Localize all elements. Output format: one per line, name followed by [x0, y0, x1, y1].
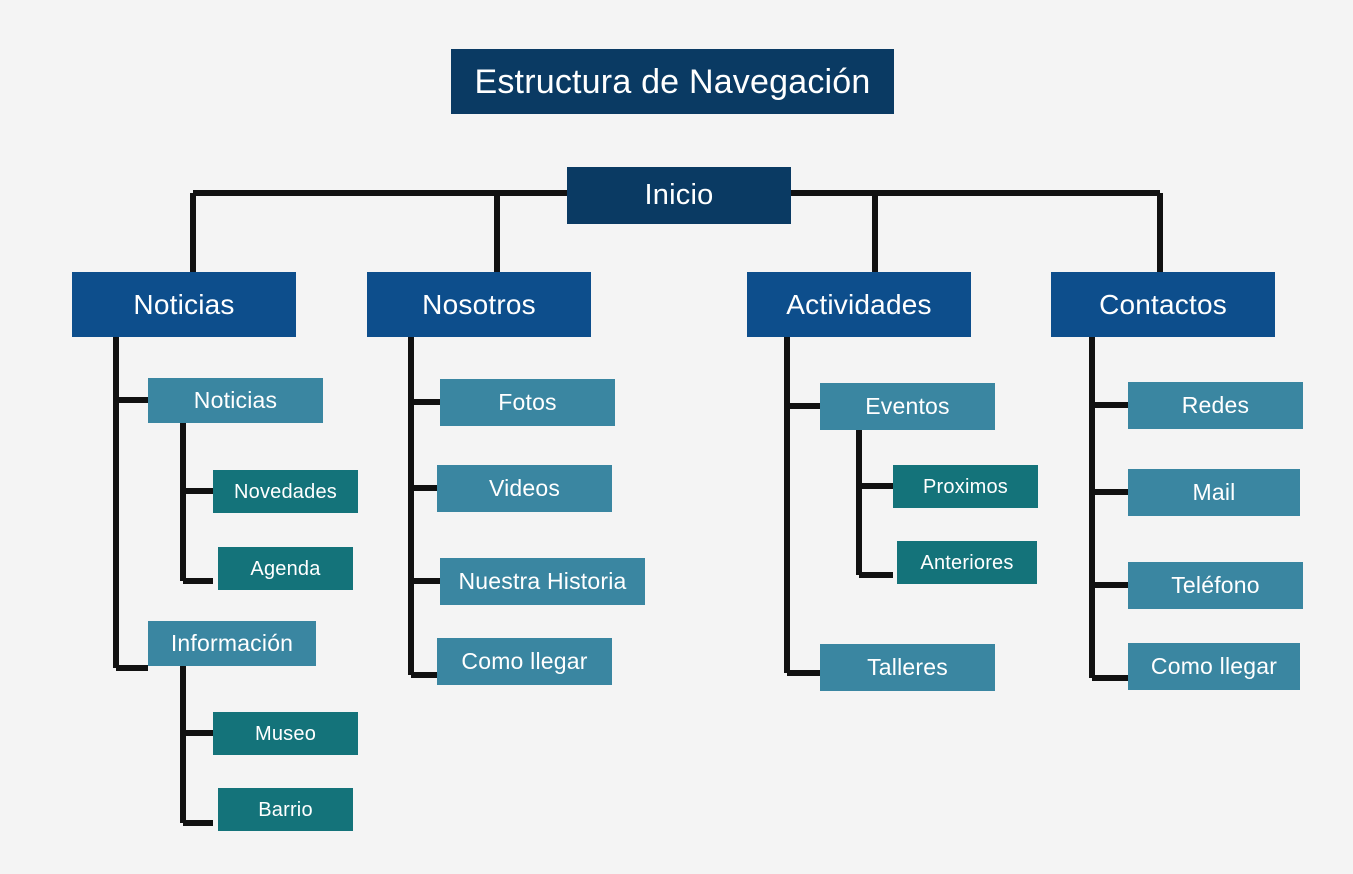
node-nosotros[interactable]: Nosotros [367, 272, 591, 337]
node-videos[interactable]: Videos [437, 465, 612, 512]
node-talleres[interactable]: Talleres [820, 644, 995, 691]
diagram-title: Estructura de Navegación [451, 49, 894, 114]
node-inicio[interactable]: Inicio [567, 167, 791, 224]
node-fotos[interactable]: Fotos [440, 379, 615, 426]
node-eventos[interactable]: Eventos [820, 383, 995, 430]
node-mail[interactable]: Mail [1128, 469, 1300, 516]
node-nuestra-historia[interactable]: Nuestra Historia [440, 558, 645, 605]
node-novedades[interactable]: Novedades [213, 470, 358, 513]
node-contactos[interactable]: Contactos [1051, 272, 1275, 337]
node-anteriores[interactable]: Anteriores [897, 541, 1037, 584]
node-nosotros-como-llegar[interactable]: Como llegar [437, 638, 612, 685]
node-contactos-como-llegar[interactable]: Como llegar [1128, 643, 1300, 690]
node-noticias-noticias[interactable]: Noticias [148, 378, 323, 423]
node-telefono[interactable]: Teléfono [1128, 562, 1303, 609]
node-noticias[interactable]: Noticias [72, 272, 296, 337]
node-agenda[interactable]: Agenda [218, 547, 353, 590]
node-informacion[interactable]: Información [148, 621, 316, 666]
node-barrio[interactable]: Barrio [218, 788, 353, 831]
node-museo[interactable]: Museo [213, 712, 358, 755]
node-actividades[interactable]: Actividades [747, 272, 971, 337]
node-proximos[interactable]: Proximos [893, 465, 1038, 508]
node-redes[interactable]: Redes [1128, 382, 1303, 429]
